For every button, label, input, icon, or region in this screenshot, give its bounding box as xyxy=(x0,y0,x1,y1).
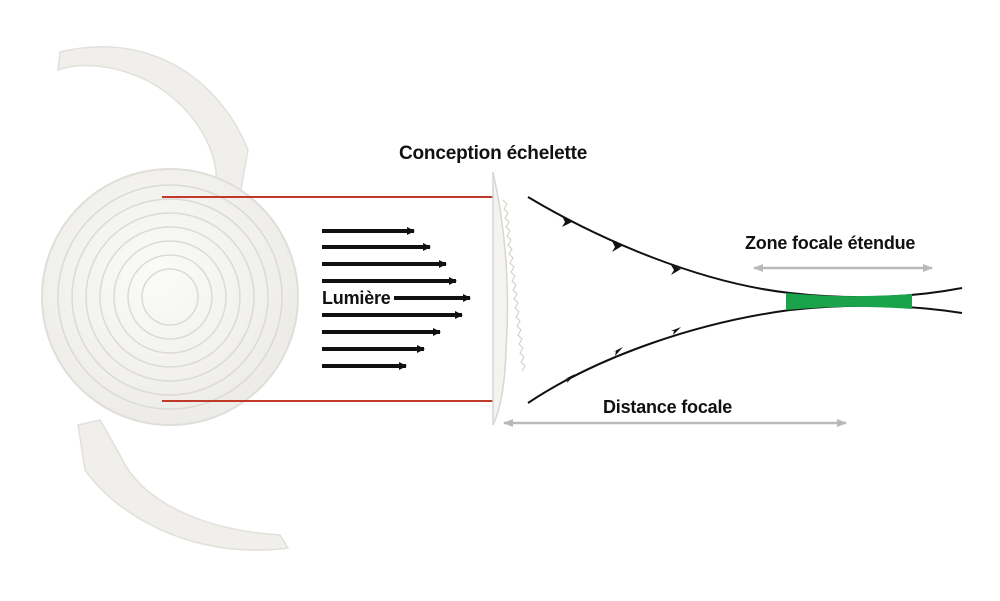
lens-optic xyxy=(41,168,299,426)
lens-rings xyxy=(57,184,283,410)
lower-ray xyxy=(527,304,963,404)
ray-marker-icon xyxy=(671,327,681,335)
upper-haptic xyxy=(57,46,249,196)
echelette-design-label: Conception échelette xyxy=(399,143,588,164)
ray-direction-markers xyxy=(562,216,681,383)
extended-focus-zone xyxy=(786,293,912,310)
extended-focus-zone-label: Zone focale étendue xyxy=(745,233,916,253)
light-label: Lumière xyxy=(322,288,394,309)
ray-marker-icon xyxy=(565,374,575,383)
intraocular-lens-icon xyxy=(41,46,299,551)
echelette-lens-profile xyxy=(492,171,509,426)
projection-lines xyxy=(162,196,494,402)
ray-marker-icon xyxy=(562,216,572,227)
ray-marker-icon xyxy=(613,347,623,356)
echelette-steps xyxy=(502,199,526,372)
ray-marker-icon xyxy=(671,265,681,275)
focal-distance-label: Distance focale xyxy=(603,397,733,417)
lower-haptic xyxy=(77,419,290,551)
ray-marker-icon xyxy=(612,241,622,252)
